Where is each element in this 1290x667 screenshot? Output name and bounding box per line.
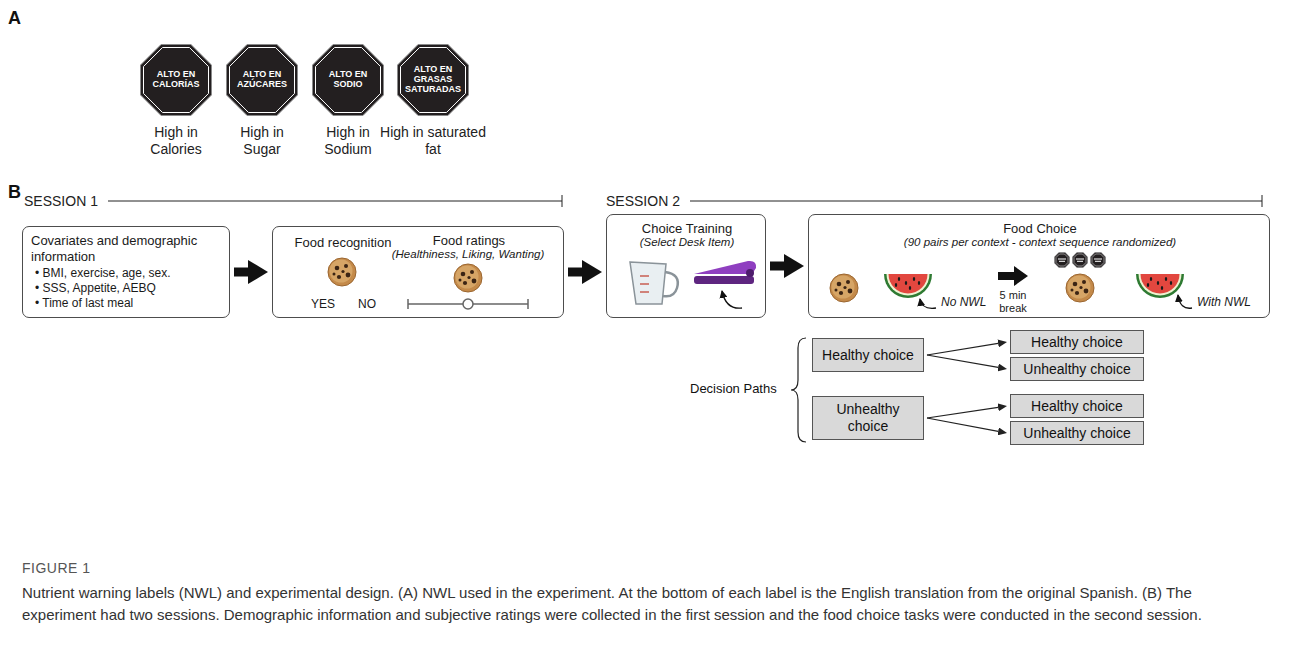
octagon-outline — [141, 45, 212, 116]
warning-octagon: ALTO EN GRASAS SATURADASHigh in saturate… — [397, 44, 469, 116]
node-text: NO — [351, 297, 383, 311]
cookie-icon — [1066, 274, 1094, 302]
measuring-cup — [630, 262, 678, 304]
label-spanish: ALTO EN AZÚCARES — [226, 44, 298, 116]
flow-arrow — [568, 268, 582, 277]
node-text: Healthy choice — [1011, 395, 1143, 417]
warning-octagon: ALTO EN SODIOHigh in Sodium — [312, 44, 384, 116]
art-part — [562, 195, 563, 207]
curly-brace — [791, 338, 806, 442]
mini-warning-label — [1073, 253, 1088, 268]
cookie-icon — [328, 258, 356, 286]
node-text: • Time of last meal — [35, 296, 225, 310]
node-text: Unhealthy choice — [813, 397, 923, 439]
step-box: Food Choice(90 pairs per context - conte… — [808, 214, 1270, 318]
warning-octagon: ALTO EN CALORÍASHigh in Calories — [140, 44, 212, 116]
path-arrow — [927, 407, 998, 418]
choice-box: Healthy choice — [1010, 394, 1144, 418]
node-text: (Select Desk Item) — [611, 236, 763, 250]
panel-letter: B — [8, 182, 21, 203]
flow-arrow — [770, 262, 784, 271]
node-text: YES — [307, 297, 339, 311]
node-text: 5 min break — [991, 289, 1035, 315]
stapler — [694, 261, 756, 284]
watermelon-icon — [884, 274, 932, 298]
art-part — [1262, 195, 1263, 207]
label-spanish: ALTO EN SODIO — [312, 44, 384, 116]
pointer-arrow — [1178, 295, 1192, 308]
label-english: High in Sugar — [222, 124, 302, 158]
node-text: (90 pairs per context - context sequence… — [815, 236, 1265, 250]
path-arrow — [927, 355, 998, 367]
node-text: With NWL — [1197, 295, 1263, 309]
node-text: Healthy choice — [1011, 331, 1143, 353]
art-part — [694, 276, 754, 284]
octagon-outline — [227, 45, 298, 116]
octagon-outline — [313, 45, 384, 116]
cookie-icon — [454, 264, 482, 292]
art-part — [630, 262, 666, 304]
node-text: Unhealthy choice — [1011, 358, 1143, 380]
figure-caption: Nutrient warning labels (NWL) and experi… — [22, 582, 1266, 626]
label-english: High in Sodium — [308, 124, 388, 158]
octagon-outline — [398, 45, 469, 116]
choice-box: Healthy choice — [812, 338, 924, 372]
choice-box: Unhealthy choice — [1010, 357, 1144, 381]
rating-slider — [408, 299, 528, 309]
art-part — [663, 272, 678, 296]
node-text: No NWL — [941, 295, 997, 309]
art-part — [463, 299, 473, 309]
brace-label: Decision Paths — [690, 382, 777, 397]
pointer-arrow — [920, 299, 936, 308]
path-arrow — [927, 418, 998, 431]
session-label: SESSION 1 — [24, 193, 98, 209]
art-part — [746, 269, 754, 277]
node-text: Food recognition — [283, 235, 403, 251]
art-part — [640, 291, 649, 292]
session-label: SESSION 2 — [606, 193, 680, 209]
figure-label: FIGURE 1 — [22, 560, 91, 576]
label-spanish: ALTO EN GRASAS SATURADAS — [397, 44, 469, 116]
node-text: (Healthiness, Liking, Wanting) — [375, 248, 561, 262]
art-part — [108, 201, 562, 202]
node-text: Food ratings — [389, 233, 549, 249]
label-spanish: ALTO EN CALORÍAS — [140, 44, 212, 116]
session-line — [108, 195, 562, 207]
mini-warning-label — [1091, 253, 1106, 268]
node-text: Food Choice — [815, 221, 1265, 237]
step-box: Covariates and demographic information • … — [22, 226, 230, 318]
break-arrow — [998, 266, 1028, 286]
flow-arrow — [234, 268, 248, 277]
choice-box: Healthy choice — [1010, 330, 1144, 354]
node-text: • SSS, Appetite, AEBQ — [35, 281, 225, 295]
path-arrow — [927, 343, 998, 355]
art-part — [640, 283, 649, 284]
step-box: Choice Training(Select Desk Item) — [606, 214, 766, 318]
warning-octagon: ALTO EN AZÚCARESHigh in Sugar — [226, 44, 298, 116]
art-part — [527, 299, 529, 309]
choice-box: Unhealthy choice — [812, 396, 924, 440]
panel-letter: A — [8, 8, 21, 29]
art-part — [640, 275, 649, 276]
label-english: High in saturated fat — [378, 124, 488, 158]
node-text: Healthy choice — [813, 339, 923, 371]
cookie-icon — [830, 274, 858, 302]
watermelon-icon — [1136, 274, 1184, 298]
step-box: Food recognitionYES NO Food ratings(Health… — [272, 226, 564, 318]
session-line — [690, 195, 1262, 207]
label-english: High in Calories — [136, 124, 216, 158]
node-text: • BMI, exercise, age, sex. — [35, 266, 225, 280]
node-text: Choice Training — [611, 221, 763, 237]
art-part — [690, 201, 1262, 202]
mini-warning-label — [1055, 253, 1070, 268]
node-text: Unhealthy choice — [1011, 422, 1143, 444]
art-part — [407, 299, 409, 309]
node-text: Covariates and demographic information — [31, 233, 223, 264]
choice-box: Unhealthy choice — [1010, 421, 1144, 445]
pointer-arrow — [722, 291, 742, 308]
